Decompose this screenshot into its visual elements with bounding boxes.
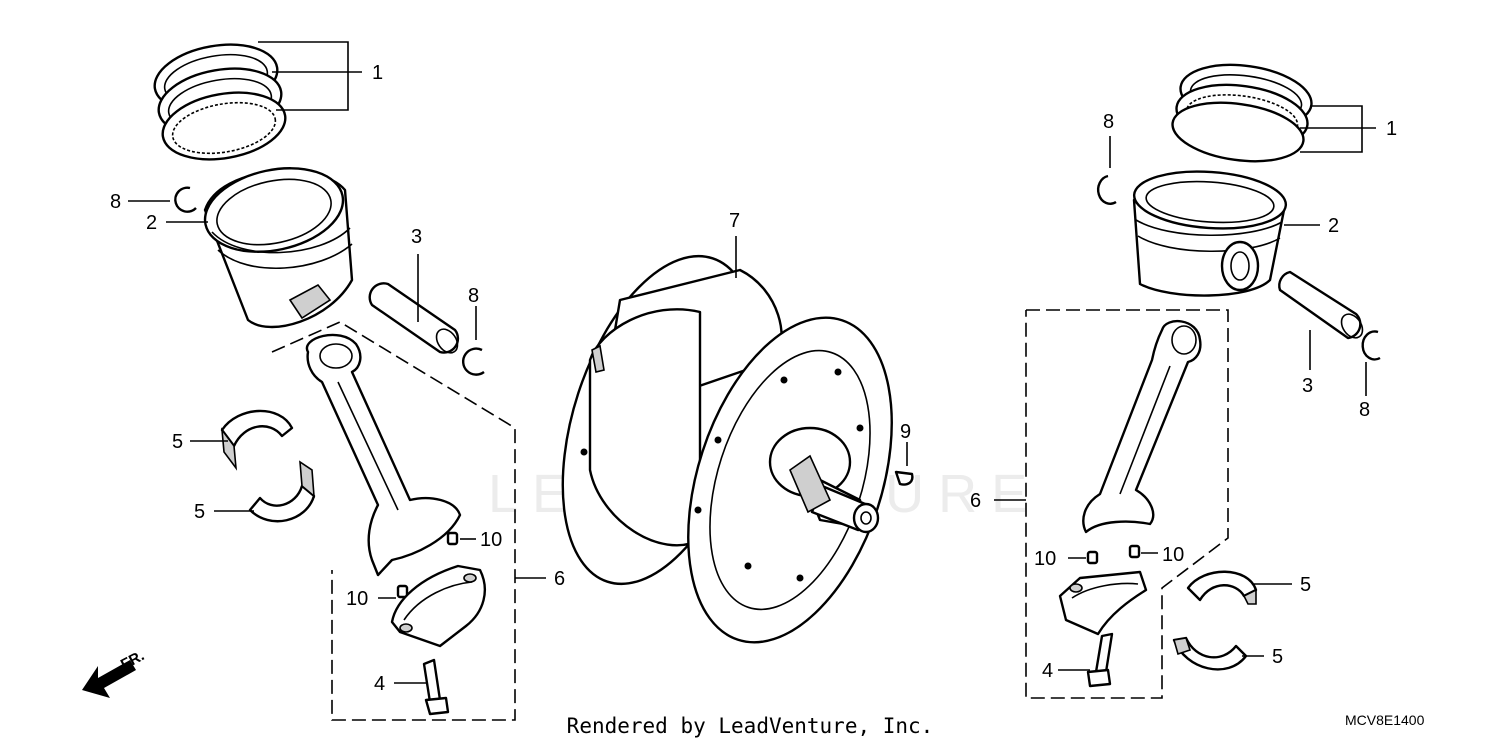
piston-rings-left[interactable] <box>149 36 290 169</box>
rod-cap-right[interactable] <box>1058 570 1148 636</box>
bearing-upper-left[interactable] <box>220 409 294 471</box>
dowel-right-a[interactable] <box>1086 550 1099 565</box>
callout-dowel-right-b: 10 <box>1162 544 1184 566</box>
woodruff-key[interactable] <box>894 470 914 486</box>
connecting-rod-right[interactable] <box>1082 319 1202 534</box>
dowel-left-a[interactable] <box>446 531 459 546</box>
footer-credit: Rendered by LeadVenture, Inc. <box>566 714 934 738</box>
callout-piston-ring-right: 1 <box>1386 118 1397 140</box>
dowel-right-b[interactable] <box>1128 544 1141 559</box>
callout-rod-assy-right: 6 <box>970 490 981 512</box>
bearing-upper-right[interactable] <box>1186 570 1258 605</box>
bearing-lower-left[interactable] <box>248 460 316 523</box>
piston-pin-left[interactable] <box>368 282 462 356</box>
front-arrow-icon: FR. <box>82 647 147 698</box>
rod-assy-outline-right <box>1025 309 1229 699</box>
connecting-rod-left[interactable] <box>305 333 462 577</box>
callout-piston-pin-right: 3 <box>1302 375 1313 397</box>
callout-piston-pin-left: 3 <box>411 226 422 248</box>
callout-crankshaft: 7 <box>729 210 740 232</box>
callout-pin-clip-left-a: 8 <box>110 191 121 213</box>
callout-dowel-left-b: 10 <box>346 588 368 610</box>
diagram-code: MCV8E1400 <box>1345 712 1425 728</box>
callout-rod-bolt-left: 4 <box>374 673 385 695</box>
callout-bearing-lower-left: 5 <box>194 501 205 523</box>
dowel-left-b[interactable] <box>396 584 409 599</box>
rod-assy-outline-left <box>271 321 516 721</box>
callout-piston-ring-left: 1 <box>372 62 383 84</box>
pin-clip-right-bottom[interactable] <box>1361 330 1381 361</box>
pin-clip-right-top[interactable] <box>1097 174 1117 205</box>
rod-bolt-right[interactable] <box>1086 632 1114 688</box>
callout-woodruff-key: 9 <box>900 421 911 443</box>
callout-bearing-upper-right: 5 <box>1300 574 1311 596</box>
callout-piston-right: 2 <box>1328 215 1339 237</box>
bearing-lower-right[interactable] <box>1172 636 1248 671</box>
piston-pin-right[interactable] <box>1278 270 1367 342</box>
callout-dowel-right-a: 10 <box>1034 548 1056 570</box>
callout-bearing-upper-left: 5 <box>172 431 183 453</box>
callout-rod-bolt-right: 4 <box>1042 660 1053 682</box>
pin-clip-left-bottom[interactable] <box>461 347 485 376</box>
piston-left[interactable] <box>197 156 354 329</box>
callout-pin-clip-right-a: 8 <box>1103 111 1114 133</box>
piston-rings-right[interactable] <box>1169 57 1316 169</box>
callout-bearing-lower-right: 5 <box>1272 646 1283 668</box>
pin-clip-left-top[interactable] <box>174 186 197 213</box>
rod-cap-left[interactable] <box>390 564 487 648</box>
callout-pin-clip-right-b: 8 <box>1359 399 1370 421</box>
callout-piston-left: 2 <box>146 212 157 234</box>
callout-pin-clip-left-b: 8 <box>468 285 479 307</box>
callout-rod-assy-left: 6 <box>554 568 565 590</box>
rod-bolt-left[interactable] <box>422 658 450 716</box>
crankshaft[interactable] <box>526 232 930 668</box>
callout-dowel-left-a: 10 <box>480 529 502 551</box>
piston-right[interactable] <box>1132 167 1288 297</box>
